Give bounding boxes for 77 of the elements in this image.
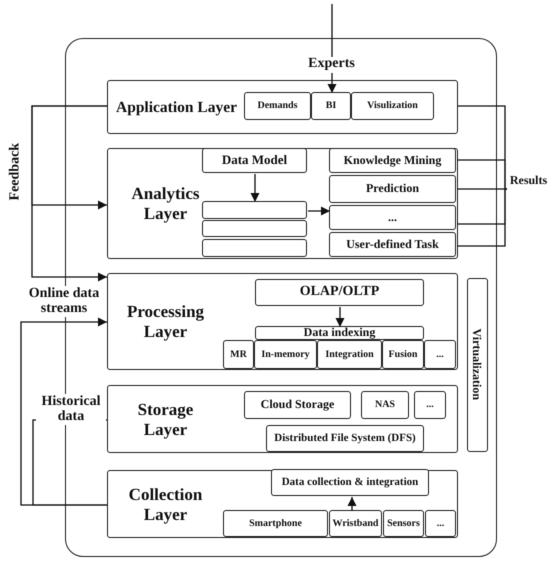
empty-box [202,220,307,237]
node-label: Sensors [387,518,420,530]
node-label: Distributed File System (DFS) [274,432,416,445]
node-label: Knowledge Mining [344,154,442,168]
layer-panel [106,384,458,452]
node-label: Prediction [366,182,420,196]
component-box [329,510,382,537]
arrow [20,317,107,506]
component-box [329,148,456,173]
connector-line [457,188,507,190]
node-label: Experts [308,57,355,72]
component-box [383,510,424,537]
layer-title: Application Layer [115,98,238,118]
layer-panel [106,272,458,370]
component-box [425,510,456,537]
layer-panel [106,80,458,134]
arrow [308,206,330,216]
component-box [244,391,351,419]
node-label: ... [436,518,444,530]
side-bar [466,278,488,452]
node-label: In-memory [261,348,310,360]
node-label: NAS [374,399,395,411]
component-box [223,510,328,537]
arrow [335,307,345,327]
empty-box [202,201,307,219]
node-label: Data Model [222,153,288,168]
arrow [31,105,107,282]
component-box [382,340,424,369]
node-label: ... [388,210,397,224]
node-label: Virtualization [470,328,484,400]
node-label: Smartphone [249,518,302,530]
component-box [351,92,434,120]
node-label: OLAP/OLTP [300,284,380,301]
component-box [254,340,317,369]
node-label: MR [230,348,247,360]
node-label: Data indexing [304,326,376,340]
arrow [347,497,357,511]
node-label: Demands [257,100,298,112]
empty-box [202,239,307,257]
node-label: ... [426,399,434,411]
component-box [329,232,456,257]
node-label: Data collection & integration [282,476,418,489]
connector-line [331,4,333,57]
component-box [271,469,429,496]
arrow [250,174,260,202]
node-label: ... [436,348,444,360]
node-label: Fusion [388,348,418,360]
component-box [361,391,409,419]
node-label: Results [510,174,548,187]
connector-line [457,159,507,190]
node-label: Integration [325,348,374,360]
component-box [255,279,424,306]
component-box [266,425,424,452]
layer-title: Analytics Layer [130,183,200,225]
component-box [223,340,254,369]
layer-panel [106,148,458,258]
component-box [329,175,456,203]
component-box [317,340,382,369]
layer-title: Storage Layer [136,398,194,441]
layer-title: Collection Layer [128,484,204,526]
component-box [414,391,446,419]
component-box [202,148,307,173]
layer-title: Processing Layer [126,301,206,343]
node-label: Cloud Storage [260,398,334,412]
edge-label: Historical data [36,394,106,425]
component-box [329,205,456,230]
node-label: BI [326,100,336,112]
component-box [255,326,424,340]
node-label: Wristband [332,518,378,530]
node-label: Visulization [367,100,418,112]
arrow [327,73,337,93]
layer-panel [106,470,458,538]
component-box [311,92,351,120]
node-label: User-defined Task [346,238,439,252]
component-box [244,92,311,120]
component-box [424,340,456,369]
connector-line [457,188,507,247]
